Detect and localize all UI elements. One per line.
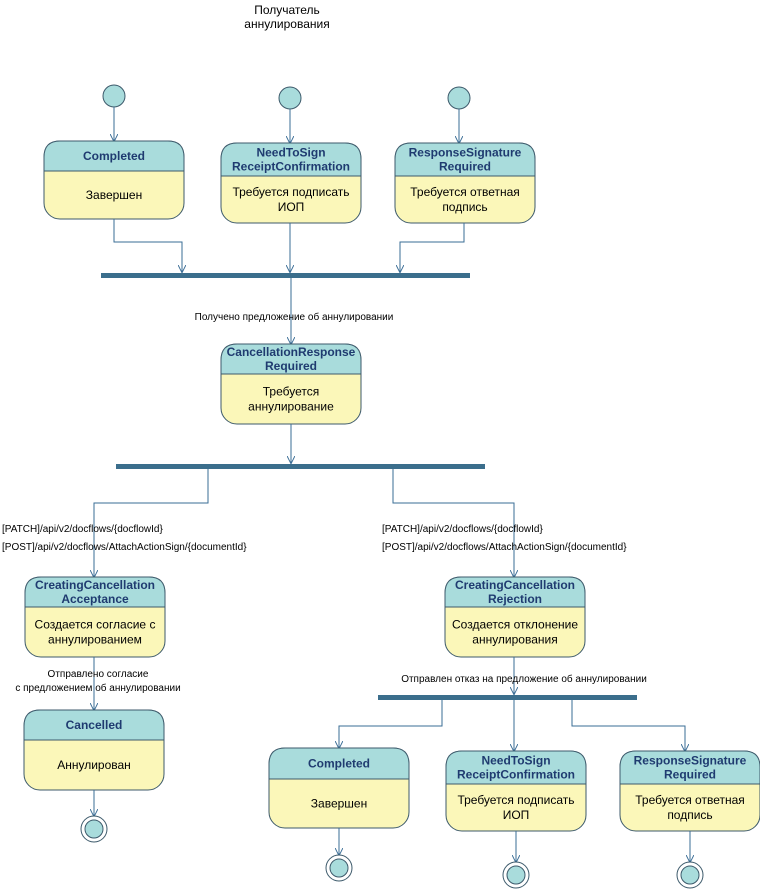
state-title: ReceiptConfirmation bbox=[232, 160, 350, 174]
state-title: Completed bbox=[83, 149, 145, 163]
state-title: CreatingCancellation bbox=[35, 578, 155, 592]
state-cancellation-response-required: CancellationResponseRequiredТребуетсяанн… bbox=[220, 343, 362, 425]
edge-completed-bar1 bbox=[113, 219, 182, 272]
state-description: Требуется ответная bbox=[635, 793, 745, 807]
sync-bar-2 bbox=[116, 464, 485, 469]
state-title: Cancelled bbox=[66, 718, 123, 732]
state-description: аннулированием bbox=[48, 633, 142, 647]
state-description: Создается отклонение bbox=[452, 618, 578, 632]
label-left-api-patch: [PATCH]/api/v2/docflows/{docflowId} bbox=[2, 524, 163, 535]
initial-state-3 bbox=[447, 86, 471, 110]
state-title: CreatingCancellation bbox=[455, 578, 575, 592]
state-header-bg bbox=[23, 709, 165, 741]
state-header-bg bbox=[445, 750, 587, 785]
state-header-bg bbox=[24, 576, 166, 608]
state-title: CancellationResponse bbox=[227, 345, 356, 359]
state-header-bg bbox=[220, 343, 362, 375]
diagram-title-line2: аннулирования bbox=[244, 17, 329, 31]
state-title: Acceptance bbox=[61, 592, 129, 606]
label-left-api-post: [POST]/api/v2/docflows/AttachActionSign/… bbox=[2, 542, 247, 553]
final-state-inner-3 bbox=[506, 865, 526, 885]
label-sent-consent-line1: Отправлено согласие bbox=[48, 669, 149, 680]
diagram-title-line1: Получатель bbox=[254, 3, 320, 17]
label-sent-consent-line2: с предложением об аннулировании bbox=[15, 682, 180, 694]
state-title: Rejection bbox=[488, 592, 542, 606]
state-description: аннулирования bbox=[472, 633, 557, 647]
state-description: Завершен bbox=[86, 188, 142, 202]
sync-bar-3 bbox=[378, 695, 637, 700]
state-title: NeedToSign bbox=[256, 146, 325, 160]
edge-bar2-creating-accept bbox=[94, 469, 209, 577]
state-title: NeedToSign bbox=[481, 754, 550, 768]
edge-bar3-completed bbox=[339, 700, 443, 748]
initial-state-2 bbox=[278, 86, 302, 110]
state-header-bg bbox=[444, 576, 586, 608]
state-title: ReceiptConfirmation bbox=[457, 768, 575, 782]
initial-state-1 bbox=[102, 84, 126, 108]
state-header-bg bbox=[43, 140, 185, 172]
state-title: ResponseSignature bbox=[409, 146, 522, 160]
state-description: Завершен bbox=[311, 797, 367, 811]
state-title: Required bbox=[265, 359, 317, 373]
state-description: ИОП bbox=[503, 808, 530, 822]
state-title: Completed bbox=[308, 757, 370, 771]
label-right-api-post: [POST]/api/v2/docflows/AttachActionSign/… bbox=[382, 542, 627, 553]
state-description: ИОП bbox=[278, 200, 305, 214]
edge-bar3-respsig bbox=[571, 700, 685, 751]
state-description: подпись bbox=[442, 200, 487, 214]
label-right-api-patch: [PATCH]/api/v2/docflows/{docflowId} bbox=[382, 524, 543, 535]
state-title: Required bbox=[439, 160, 491, 174]
edge-bar2-creating-reject bbox=[392, 469, 514, 577]
state-header-bg bbox=[394, 142, 536, 177]
state-header-bg bbox=[268, 747, 410, 780]
state-description: Создается согласие с bbox=[35, 618, 156, 632]
edge-respsig-bar1 bbox=[400, 223, 465, 272]
state-description: Требуется ответная bbox=[410, 185, 520, 199]
state-description: Требуется подписать bbox=[232, 185, 349, 199]
final-state-inner-1 bbox=[84, 819, 104, 839]
state-header-bg bbox=[220, 142, 362, 177]
state-description: Требуется подписать bbox=[457, 793, 574, 807]
label-sent-refusal: Отправлен отказ на предложение об аннули… bbox=[401, 673, 647, 685]
sync-bar-1 bbox=[101, 273, 470, 278]
state-title: Required bbox=[664, 768, 716, 782]
state-description: аннулирование bbox=[248, 400, 334, 414]
label-received-proposal: Получено предложение об аннулировании bbox=[195, 311, 394, 323]
state-creating-cancellation-acceptance: CreatingCancellationAcceptanceСоздается … bbox=[24, 576, 166, 658]
final-state-inner-2 bbox=[329, 858, 349, 878]
state-description: Требуется bbox=[263, 385, 319, 399]
final-state-inner-4 bbox=[680, 865, 700, 885]
state-title: ResponseSignature bbox=[634, 754, 747, 768]
state-description: Аннулирован bbox=[57, 758, 131, 772]
state-description: подпись bbox=[667, 808, 712, 822]
